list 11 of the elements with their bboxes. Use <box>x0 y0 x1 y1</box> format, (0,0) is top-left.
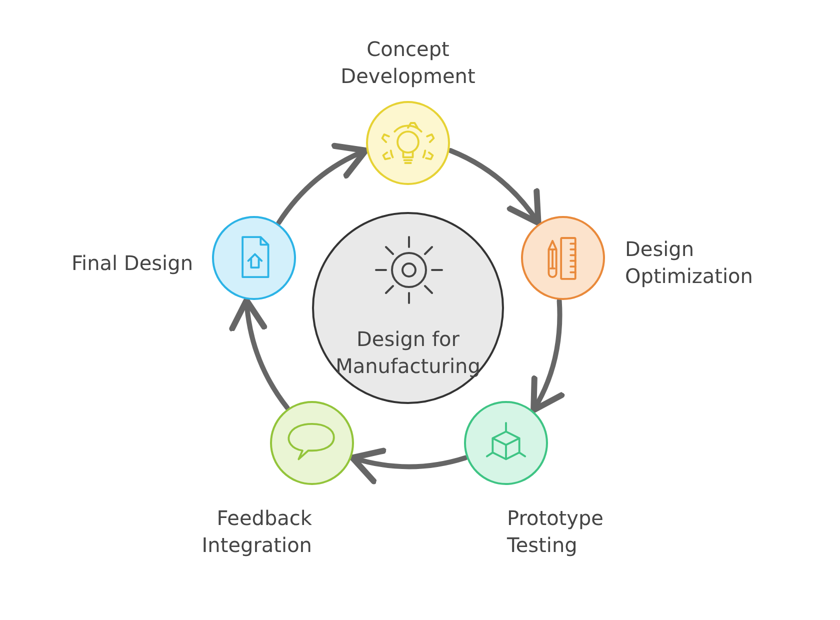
cycle-arrow <box>230 297 290 410</box>
step-label: Design Optimization <box>625 236 754 290</box>
cycle-arrow <box>530 298 564 414</box>
step-label: Prototype Testing <box>507 505 604 559</box>
center-label: Design for Manufacturing <box>334 326 482 380</box>
step-label: Concept Development <box>340 36 476 90</box>
cycle-arrow <box>448 148 542 226</box>
cycle-arrow <box>349 447 468 484</box>
step-label: Feedback Integration <box>200 505 312 559</box>
step-label: Final Design <box>70 250 193 277</box>
cycle-arrow <box>276 144 369 226</box>
